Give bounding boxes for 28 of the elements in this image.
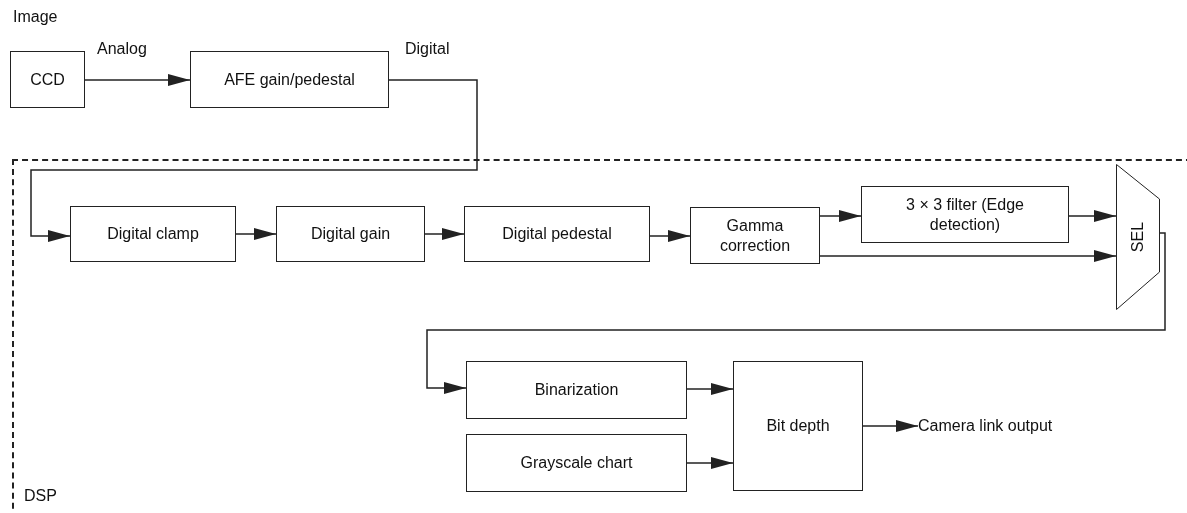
- arrow: [649, 230, 691, 242]
- process-box: Grayscale chart: [466, 434, 687, 492]
- arrow: [686, 383, 734, 395]
- multiplexer-label: SEL: [1129, 221, 1147, 253]
- process-box: 3 × 3 filter (Edge detection): [861, 186, 1069, 243]
- process-box: Digital pedestal: [464, 206, 650, 262]
- arrow: [819, 250, 1117, 262]
- process-box: Digital clamp: [70, 206, 236, 262]
- process-box: AFE gain/pedestal: [190, 51, 389, 108]
- arrow: [686, 457, 734, 469]
- arrow: [819, 210, 862, 222]
- arrow: [235, 228, 277, 240]
- arrow: [426, 232, 1166, 394]
- arrow: [30, 79, 478, 242]
- process-box: Digital gain: [276, 206, 425, 262]
- process-box: CCD: [10, 51, 85, 108]
- process-box: Bit depth: [733, 361, 863, 491]
- edge-label: Analog: [97, 40, 147, 58]
- arrow: [84, 74, 191, 86]
- arrow: [424, 228, 465, 240]
- region-label: DSP: [24, 487, 57, 505]
- arrow: [862, 420, 919, 432]
- arrow: [1068, 210, 1117, 222]
- process-box: Binarization: [466, 361, 687, 419]
- section-label: Image: [13, 8, 58, 26]
- process-box: Gamma correction: [690, 207, 820, 264]
- output-label: Camera link output: [918, 417, 1053, 435]
- edge-label: Digital: [405, 40, 450, 58]
